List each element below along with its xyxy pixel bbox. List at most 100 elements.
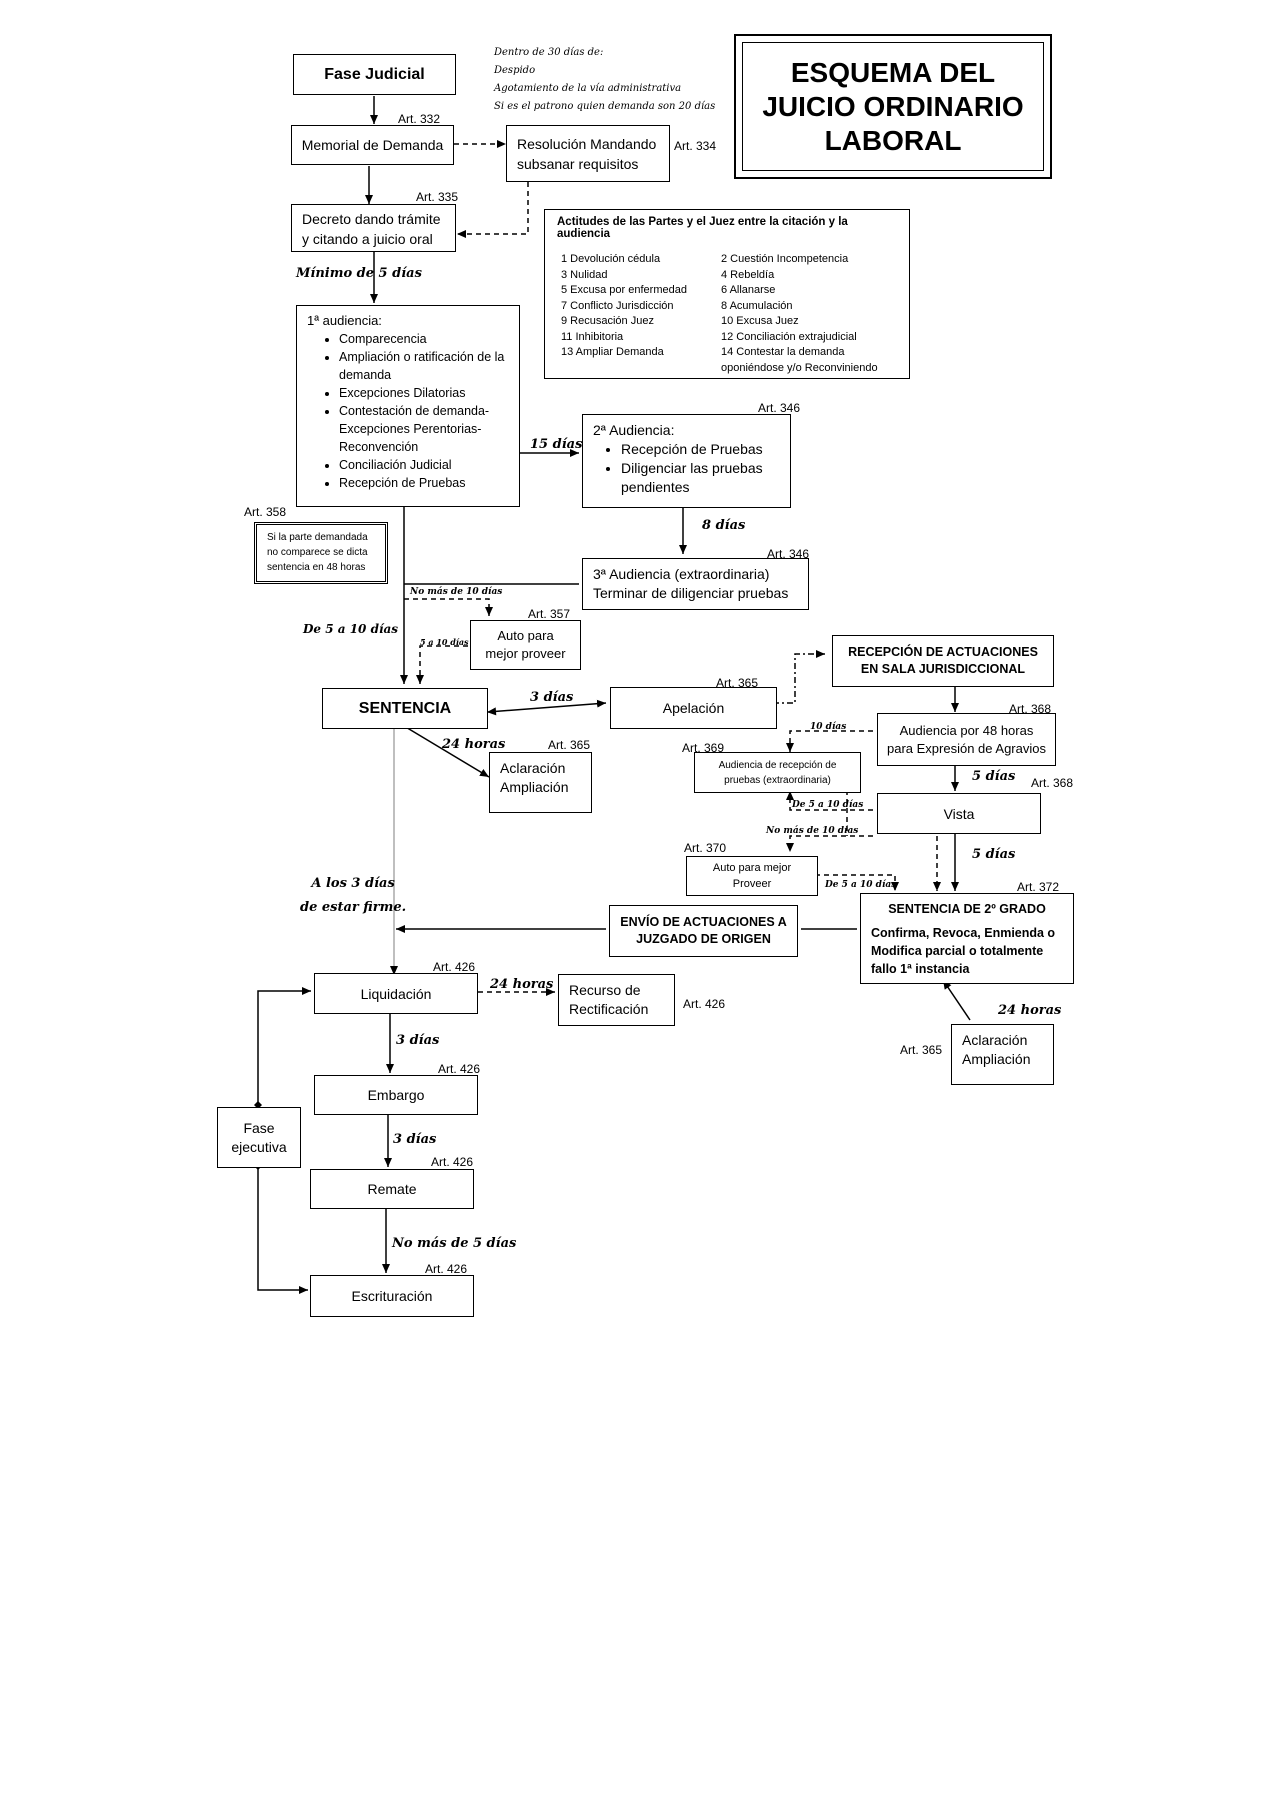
sentencia-2-box: SENTENCIA DE 2º GRADO Confirma, Revoca, … [860, 893, 1074, 984]
fase-ejecutiva-line: Fase [243, 1119, 275, 1136]
prueba-extra-line: Audiencia de recepción de [718, 759, 837, 771]
aclaracion-line: Ampliación [500, 779, 569, 795]
article-label: Art. 334 [674, 139, 717, 153]
actitud-item: 10 Excusa Juez [721, 315, 799, 327]
recurso-line: Rectificación [569, 1001, 649, 1017]
audiencia-3-box: 3ª Audiencia (extraordinaria) Terminar d… [582, 558, 809, 610]
rebeldia-line: sentencia en 48 horas [267, 562, 366, 573]
article-label: Art. 365 [716, 676, 759, 690]
note-line: Agotamiento de la vía administrativa [494, 83, 682, 94]
article-label: Art. 426 [438, 1062, 481, 1076]
audiencia-1-item: Comparecencia [339, 330, 509, 348]
audiencia-prueba-extra-box: Audiencia de recepción de pruebas (extra… [694, 752, 861, 793]
aclaracion2-line: Ampliación [962, 1051, 1031, 1067]
audiencia-3-line: Terminar de diligenciar pruebas [593, 585, 789, 601]
escrituracion-box: Escrituración [310, 1275, 474, 1317]
article-label: Art. 368 [1031, 776, 1074, 790]
vista-box: Vista [877, 793, 1041, 834]
memorial-label: Memorial de Demanda [301, 137, 444, 153]
title-line-1: ESQUEMA DEL [790, 56, 996, 88]
audiencia-1-item: Contestación de demanda- Excepciones Per… [339, 402, 509, 456]
auto-mejor-proveer-box: Auto para mejor proveer [470, 620, 581, 670]
note-line: Despido [494, 65, 536, 76]
actitudes-box: Actitudes de las Partes y el Juez entre … [544, 209, 910, 379]
timing-label: De 5 a 10 días [825, 880, 897, 890]
audiencia-2-box: 2ª Audiencia: Recepción de Pruebas Dilig… [582, 414, 791, 508]
envio-line: ENVÍO DE ACTUACIONES A [620, 915, 787, 929]
timing-label: 8 días [702, 518, 746, 533]
audiencia-1-item: Excepciones Dilatorias [339, 384, 509, 402]
audiencia-1-item: Ampliación o ratificación de la demanda [339, 348, 509, 384]
escrituracion-label: Escrituración [351, 1288, 433, 1304]
auto2-line: Auto para mejor [712, 862, 792, 874]
aclaracion-2-box: Aclaración Ampliación [951, 1024, 1054, 1085]
actitud-item: 1 Devolución cédula [561, 253, 661, 265]
remate-box: Remate [310, 1169, 474, 1209]
prueba-extra-line: pruebas (extraordinaria) [724, 774, 831, 786]
fase-judicial-label: Fase Judicial [324, 65, 425, 83]
rebeldia-box: Si la parte demandada no comparece se di… [254, 522, 388, 584]
timing-label: 5 días [972, 769, 1016, 784]
recepcion-sala-box: RECEPCIÓN DE ACTUACIONES EN SALA JURISDI… [832, 635, 1054, 687]
timing-label: 3 días [393, 1132, 437, 1147]
timing-label: De 5 a 10 días [792, 800, 864, 810]
audiencia-2-item: Recepción de Pruebas [621, 440, 780, 459]
fase-ejecutiva-box: Fase ejecutiva [217, 1107, 301, 1168]
article-label: Art. 332 [398, 112, 441, 126]
sentencia2-line: Modifica parcial o totalmente [871, 944, 1044, 958]
timing-label: No más de 10 días [410, 587, 503, 597]
audiencia48-line: para Expresión de Agravios [887, 740, 1046, 756]
timing-label: 5 a 10 días [420, 637, 469, 647]
envio-actuaciones-box: ENVÍO DE ACTUACIONES A JUZGADO DE ORIGEN [609, 905, 798, 957]
title-box: ESQUEMA DEL JUICIO ORDINARIO LABORAL [734, 34, 1052, 179]
aclaracion-line: Aclaración [500, 760, 566, 776]
vista-label: Vista [943, 805, 975, 822]
decreto-line: y citando a juicio oral [302, 231, 433, 247]
article-label: Art. 346 [767, 547, 810, 561]
audiencia-1-item: Conciliación Judicial [339, 456, 509, 474]
actitud-item: 4 Rebeldía [721, 268, 775, 281]
article-label: Art. 426 [433, 960, 476, 974]
article-label: Art. 358 [244, 505, 287, 519]
actitudes-title: Actitudes de las Partes y el Juez entre … [557, 216, 848, 240]
timing-label: No más de 5 días [392, 1236, 517, 1251]
article-label: Art. 426 [431, 1155, 474, 1169]
actitud-item: 8 Acumulación [721, 299, 793, 312]
actitud-item: 6 Allanarse [721, 284, 776, 296]
article-label: Art. 357 [528, 607, 571, 621]
sentencia2-line: Confirma, Revoca, Enmienda o [871, 926, 1056, 940]
audiencia-1-item: Recepción de Pruebas [339, 474, 509, 492]
article-label: Art. 426 [425, 1262, 468, 1276]
title-line-3: LABORAL [824, 124, 962, 156]
timing-label: 3 días [530, 690, 574, 705]
article-label: Art. 365 [548, 738, 591, 752]
auto2-line: Proveer [732, 878, 772, 890]
timing-label: A los 3 días de estar firme. [300, 872, 406, 920]
embargo-label: Embargo [367, 1087, 425, 1103]
decreto-box: Decreto dando trámite y citando a juicio… [291, 204, 456, 252]
decreto-line: Decreto dando trámite [302, 211, 441, 227]
remate-label: Remate [367, 1181, 417, 1197]
article-label: Art. 335 [416, 190, 459, 204]
embargo-box: Embargo [314, 1075, 478, 1115]
resolucion-line: subsanar requisitos [517, 156, 639, 172]
aclaracion2-line: Aclaración [962, 1032, 1028, 1048]
recepcion-line: RECEPCIÓN DE ACTUACIONES [848, 645, 1038, 659]
alos3-line: A los 3 días [311, 876, 395, 891]
actitud-item: 12 Conciliación extrajudicial [721, 330, 857, 343]
article-label: Art. 372 [1017, 880, 1060, 894]
recurso-line: Recurso de [569, 982, 641, 998]
actitud-item: 14 Contestar la demanda [721, 346, 845, 358]
timing-label: Mínimo de 5 días [296, 266, 422, 281]
sentencia-label: SENTENCIA [358, 699, 452, 717]
timing-label: 3 días [396, 1033, 440, 1048]
timing-label: 24 horas [490, 977, 554, 992]
title-line-2: JUICIO ORDINARIO [762, 90, 1024, 122]
actitud-item: 5 Excusa por enfermedad [561, 284, 687, 296]
note-line: Dentro de 30 días de: [494, 47, 604, 58]
sentencia2-line: fallo 1ª instancia [871, 962, 970, 976]
rebeldia-line: no comparece se dicta [267, 547, 368, 558]
actitud-item: 3 Nulidad [561, 268, 608, 281]
audiencia-1-title: 1ª audiencia: [307, 313, 382, 328]
